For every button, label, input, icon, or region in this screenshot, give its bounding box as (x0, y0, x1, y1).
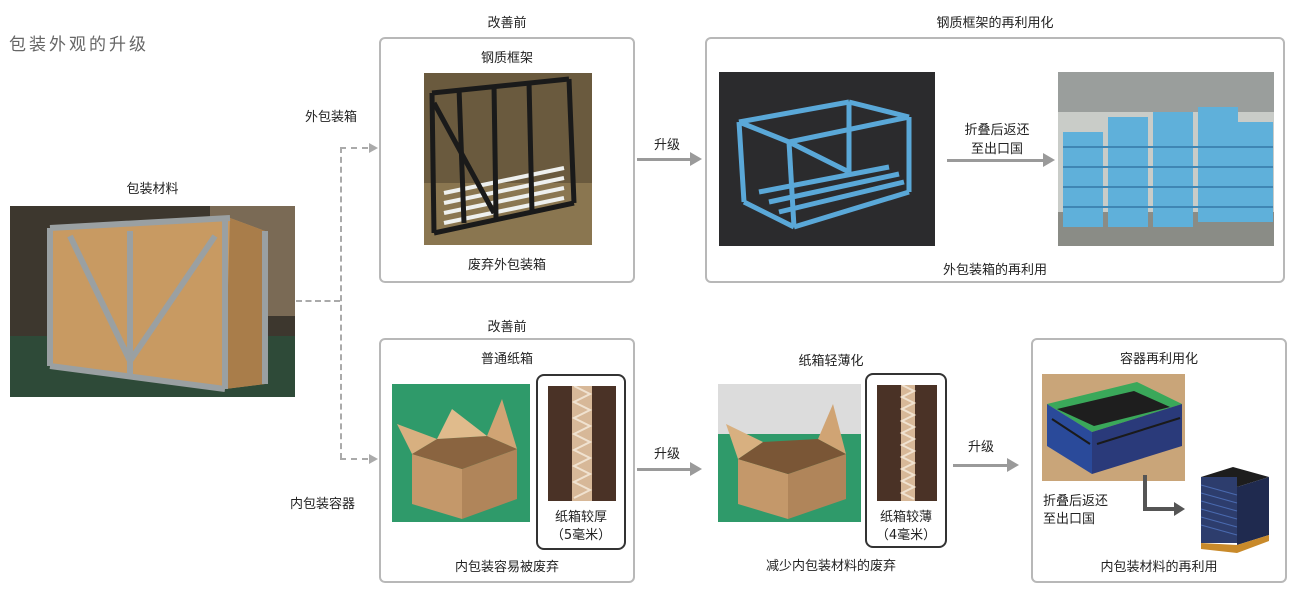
stacked-frames-photo (1058, 72, 1274, 246)
top-after-fold-text-1: 折叠后返还 (964, 123, 1030, 138)
upgrade-label-top: 升级 (654, 138, 681, 153)
thin-cardboard-closeup (877, 385, 937, 501)
bottom-before-panel: 普通纸箱 纸箱较厚 （5毫米） 内包装容易被废弃 (379, 338, 635, 583)
bottom-before-caption: 内包装容易被废弃 (454, 560, 559, 575)
bottom-after-panel: 容器再利用化 折叠后返还 至出口国 (1031, 338, 1287, 583)
green-crate-photo (1042, 374, 1185, 481)
upgrade-arrow-bottom-2-line (953, 464, 1008, 467)
fold-arrow-bottom-horizontal (1143, 507, 1175, 511)
connector-source (296, 300, 340, 302)
page-title: 包装外观的升级 (9, 35, 149, 55)
bottom-after-caption: 内包装材料的再利用 (1100, 560, 1218, 575)
bottom-before-title: 普通纸箱 (480, 352, 533, 367)
connector-vertical (340, 147, 342, 459)
branch-label-outer: 外包装箱 (305, 110, 358, 125)
thin-box-callout-text-1: 纸箱较薄 (879, 510, 932, 525)
fold-arrow-bottom-head (1174, 502, 1185, 516)
upgrade-label-bottom-2: 升级 (968, 440, 995, 455)
thin-box-photo (718, 384, 861, 522)
thick-box-photo (392, 384, 530, 522)
fold-arrow-bottom-vertical (1143, 475, 1147, 511)
bottom-mid-caption: 减少内包装材料的废弃 (765, 559, 896, 574)
top-after-caption: 外包装箱的再利用 (942, 263, 1047, 278)
connector-bottom (340, 458, 368, 460)
thick-box-callout-text-2: （5毫米） (550, 528, 612, 543)
bottom-after-fold-text-1: 折叠后返还 (1043, 494, 1109, 509)
steel-frame-photo (424, 73, 592, 245)
upgrade-arrow-bottom-1-head (690, 462, 702, 476)
blue-frame-photo (719, 72, 935, 246)
stacked-crates-photo (1193, 465, 1273, 555)
top-after-panel: 折叠后返还 至出口国 外包装箱的再利用 (705, 37, 1285, 283)
connector-top-arrowhead (369, 143, 378, 153)
connector-bottom-arrowhead (369, 454, 378, 464)
thick-cardboard-closeup (548, 386, 616, 501)
thick-box-callout-text-1: 纸箱较厚 (554, 510, 607, 525)
connector-top (340, 147, 368, 149)
source-photo-crate (10, 206, 295, 397)
top-before-panel: 钢质框架 废弃外包装箱 (379, 37, 635, 283)
bottom-after-title: 容器再利用化 (1119, 352, 1198, 367)
thin-box-callout: 纸箱较薄 （4毫米） (865, 373, 947, 548)
bottom-after-fold-text-2: 至出口国 (1043, 512, 1096, 527)
upgrade-label-bottom-1: 升级 (654, 447, 681, 462)
bottom-mid-title: 纸箱轻薄化 (798, 354, 864, 369)
fold-arrow-top-line (947, 159, 1044, 162)
thin-box-callout-text-2: （4毫米） (875, 528, 937, 543)
source-label: 包装材料 (126, 182, 179, 197)
bottom-before-header: 改善前 (487, 320, 527, 335)
thick-box-callout: 纸箱较厚 （5毫米） (536, 374, 626, 550)
top-after-header: 钢质框架的再利用化 (936, 16, 1054, 31)
top-before-caption: 废弃外包装箱 (467, 258, 546, 273)
upgrade-arrow-bottom-1-line (637, 468, 691, 471)
upgrade-arrow-top-line (637, 158, 691, 161)
top-after-fold-text-2: 至出口国 (970, 142, 1023, 157)
branch-label-inner: 内包装容器 (290, 497, 356, 512)
top-before-header: 改善前 (487, 16, 527, 31)
upgrade-arrow-bottom-2-head (1007, 458, 1019, 472)
fold-arrow-top-head (1043, 153, 1055, 167)
upgrade-arrow-top-head (690, 152, 702, 166)
top-before-title: 钢质框架 (480, 51, 533, 66)
